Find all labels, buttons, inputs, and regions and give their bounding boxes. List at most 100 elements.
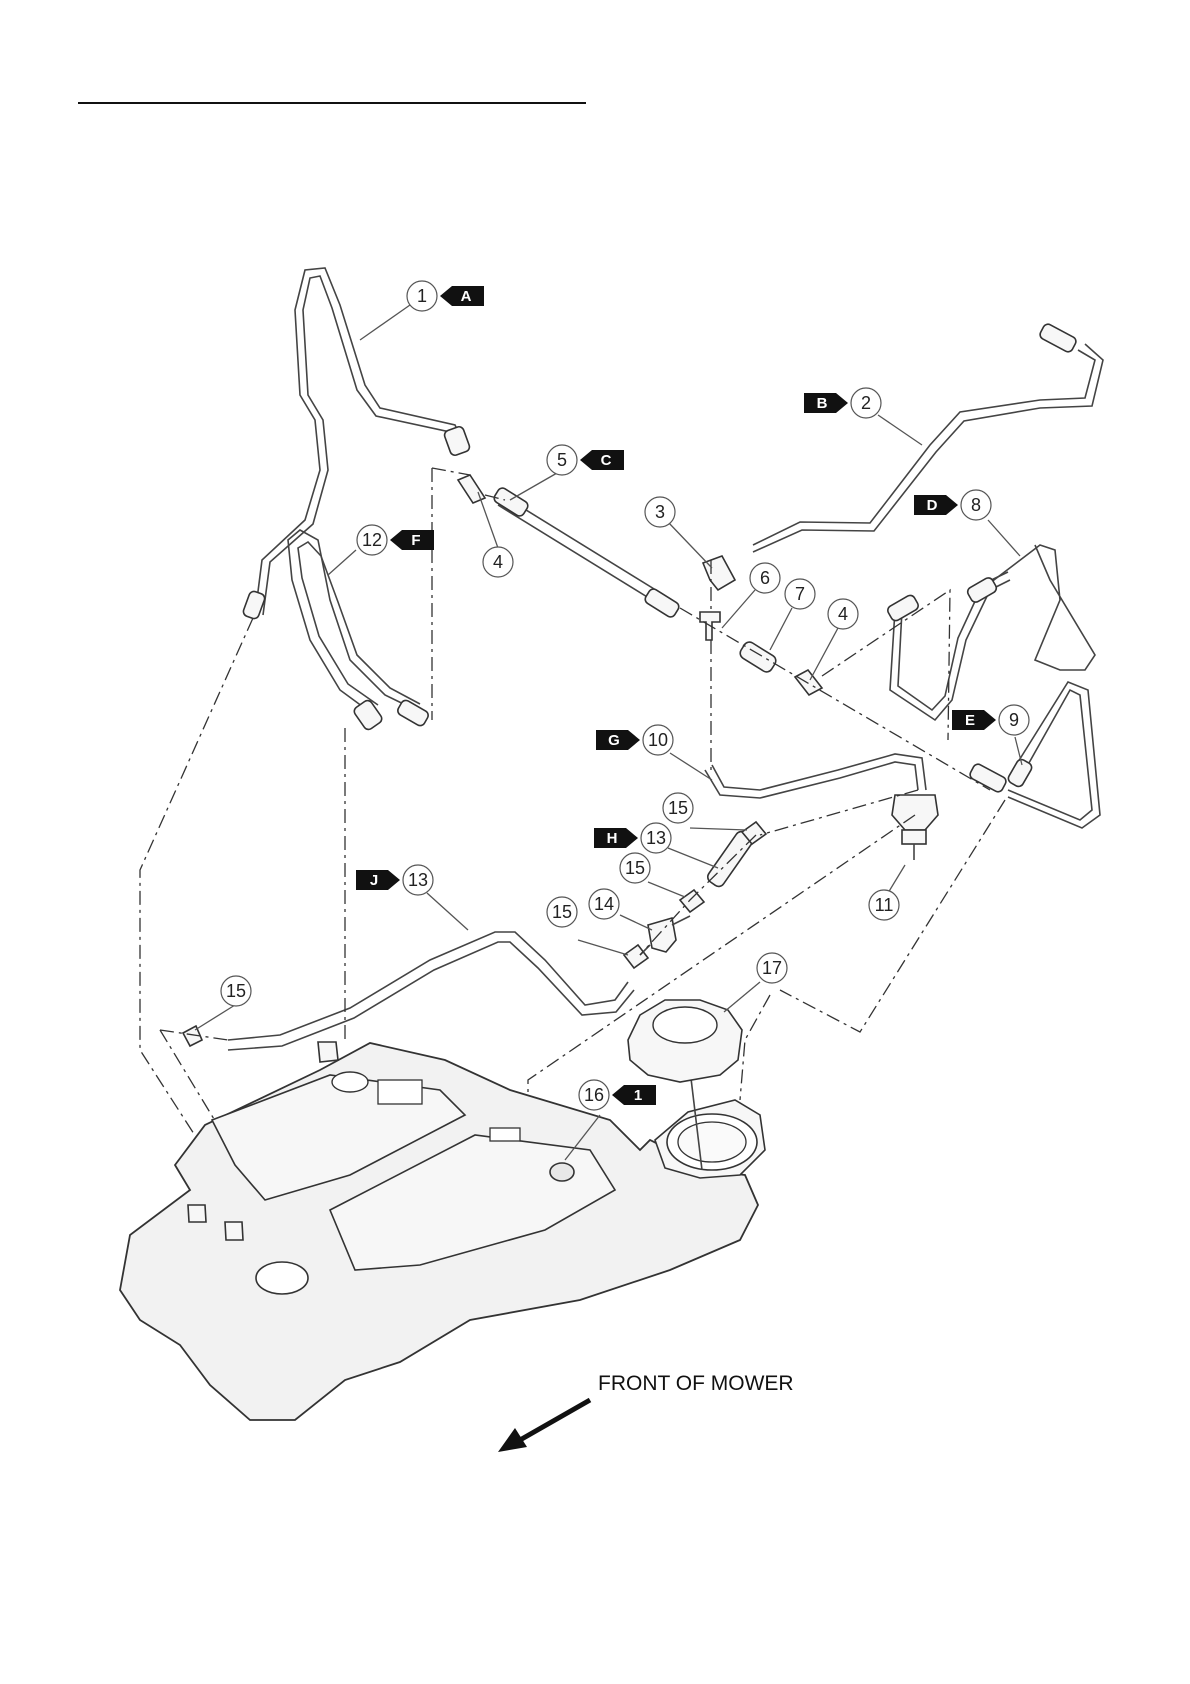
hose-12-end xyxy=(396,699,430,728)
svg-text:F: F xyxy=(411,532,420,549)
svg-text:1: 1 xyxy=(634,1087,642,1104)
svg-text:4: 4 xyxy=(493,552,503,572)
svg-text:J: J xyxy=(370,872,378,889)
hose-1 xyxy=(255,268,462,615)
callout-1[interactable]: 1 xyxy=(407,281,437,311)
tag-D: D xyxy=(914,495,958,515)
front-arrow-shaft xyxy=(520,1400,590,1440)
callout-13-upper[interactable]: 13 xyxy=(641,823,671,853)
callout-15-left[interactable]: 15 xyxy=(547,897,577,927)
svg-text:B: B xyxy=(817,395,828,412)
dash-joint-top xyxy=(432,468,470,475)
tag-A: A xyxy=(440,286,484,306)
svg-text:13: 13 xyxy=(646,828,666,848)
callout-12[interactable]: 12 xyxy=(357,525,387,555)
callout-4-left[interactable]: 4 xyxy=(483,547,513,577)
tank-fitting-top xyxy=(318,1042,338,1062)
hose-3 xyxy=(703,556,735,590)
callout-15-mid[interactable]: 15 xyxy=(620,853,650,883)
tag-1: 1 xyxy=(612,1085,656,1105)
hose-10 xyxy=(705,762,918,798)
callout-9[interactable]: 9 xyxy=(999,705,1029,735)
svg-text:7: 7 xyxy=(795,584,805,604)
callout-2[interactable]: 2 xyxy=(851,388,881,418)
tag-G: G xyxy=(596,730,640,750)
svg-text:8: 8 xyxy=(971,495,981,515)
svg-text:16: 16 xyxy=(584,1085,604,1105)
callout-15-upper[interactable]: 15 xyxy=(663,793,693,823)
callout-11[interactable]: 11 xyxy=(869,890,899,920)
valve-14 xyxy=(648,918,676,952)
callout-6[interactable]: 6 xyxy=(750,563,780,593)
callout-8[interactable]: 8 xyxy=(961,490,991,520)
rollover-valve-16 xyxy=(550,1163,574,1181)
svg-text:4: 4 xyxy=(838,604,848,624)
callout-17[interactable]: 17 xyxy=(757,953,787,983)
svg-text:17: 17 xyxy=(762,958,782,978)
svg-text:15: 15 xyxy=(625,858,645,878)
fuel-tank-port xyxy=(332,1072,368,1092)
hose-13-long xyxy=(228,932,628,1040)
svg-text:A: A xyxy=(461,288,472,305)
tag-E: E xyxy=(952,710,996,730)
svg-text:14: 14 xyxy=(594,894,614,914)
fuel-filter-11 xyxy=(892,795,938,830)
svg-text:10: 10 xyxy=(648,730,668,750)
svg-text:6: 6 xyxy=(760,568,770,588)
svg-text:15: 15 xyxy=(226,981,246,1001)
fuel-cap-17-center xyxy=(653,1007,717,1043)
tag-J: J xyxy=(356,870,400,890)
svg-text:9: 9 xyxy=(1009,710,1019,730)
fuel-tank-label-2 xyxy=(490,1128,520,1141)
callout-16[interactable]: 16 xyxy=(579,1080,609,1110)
svg-text:G: G xyxy=(608,732,620,749)
hose-8-end-a xyxy=(886,594,920,623)
tag-B: B xyxy=(804,393,848,413)
clamp-15-mid xyxy=(680,890,704,912)
clamp-15-left xyxy=(624,945,648,968)
hose-8-end-b xyxy=(966,576,998,604)
fuel-tank-label-1 xyxy=(378,1080,422,1104)
hose-1-elbow xyxy=(443,425,471,456)
svg-text:15: 15 xyxy=(552,902,572,922)
callout-15-far-left[interactable]: 15 xyxy=(221,976,251,1006)
callout-10[interactable]: 10 xyxy=(643,725,673,755)
hose-12-elbow xyxy=(352,699,383,732)
svg-text:15: 15 xyxy=(668,798,688,818)
fuel-gauge xyxy=(256,1262,308,1294)
svg-text:3: 3 xyxy=(655,502,665,522)
svg-text:D: D xyxy=(927,497,938,514)
svg-text:5: 5 xyxy=(557,450,567,470)
svg-text:2: 2 xyxy=(861,393,871,413)
svg-text:11: 11 xyxy=(875,895,894,915)
tag-F: F xyxy=(390,530,434,550)
tag-H: H xyxy=(594,828,638,848)
callout-5[interactable]: 5 xyxy=(547,445,577,475)
hose-12 xyxy=(288,530,420,712)
dash-cap-to-neck xyxy=(740,995,770,1100)
hose-1-end xyxy=(242,590,266,620)
fuel-filter-11-neck xyxy=(902,830,926,844)
callout-4-right[interactable]: 4 xyxy=(828,599,858,629)
tank-fitting-left-a xyxy=(188,1205,206,1222)
fitting-4-right xyxy=(795,670,822,695)
hose-2 xyxy=(753,350,1095,545)
callout-7[interactable]: 7 xyxy=(785,579,815,609)
callout-14[interactable]: 14 xyxy=(589,889,619,919)
tank-fitting-left-b xyxy=(225,1222,243,1240)
svg-text:C: C xyxy=(601,452,612,469)
dash-cross-axis xyxy=(680,608,990,790)
svg-text:12: 12 xyxy=(362,530,382,550)
hose-2-end xyxy=(1038,322,1077,353)
dash-hose-1-to-tank xyxy=(140,618,253,1190)
callout-13-lower[interactable]: 13 xyxy=(403,865,433,895)
svg-text:E: E xyxy=(965,712,975,729)
front-of-mower-label: FRONT OF MOWER xyxy=(598,1372,794,1395)
svg-text:H: H xyxy=(607,830,618,847)
svg-text:1: 1 xyxy=(417,286,427,306)
hose-5 xyxy=(498,505,665,608)
hose-5-end-b xyxy=(643,587,680,619)
svg-text:13: 13 xyxy=(408,870,428,890)
callout-3[interactable]: 3 xyxy=(645,497,675,527)
